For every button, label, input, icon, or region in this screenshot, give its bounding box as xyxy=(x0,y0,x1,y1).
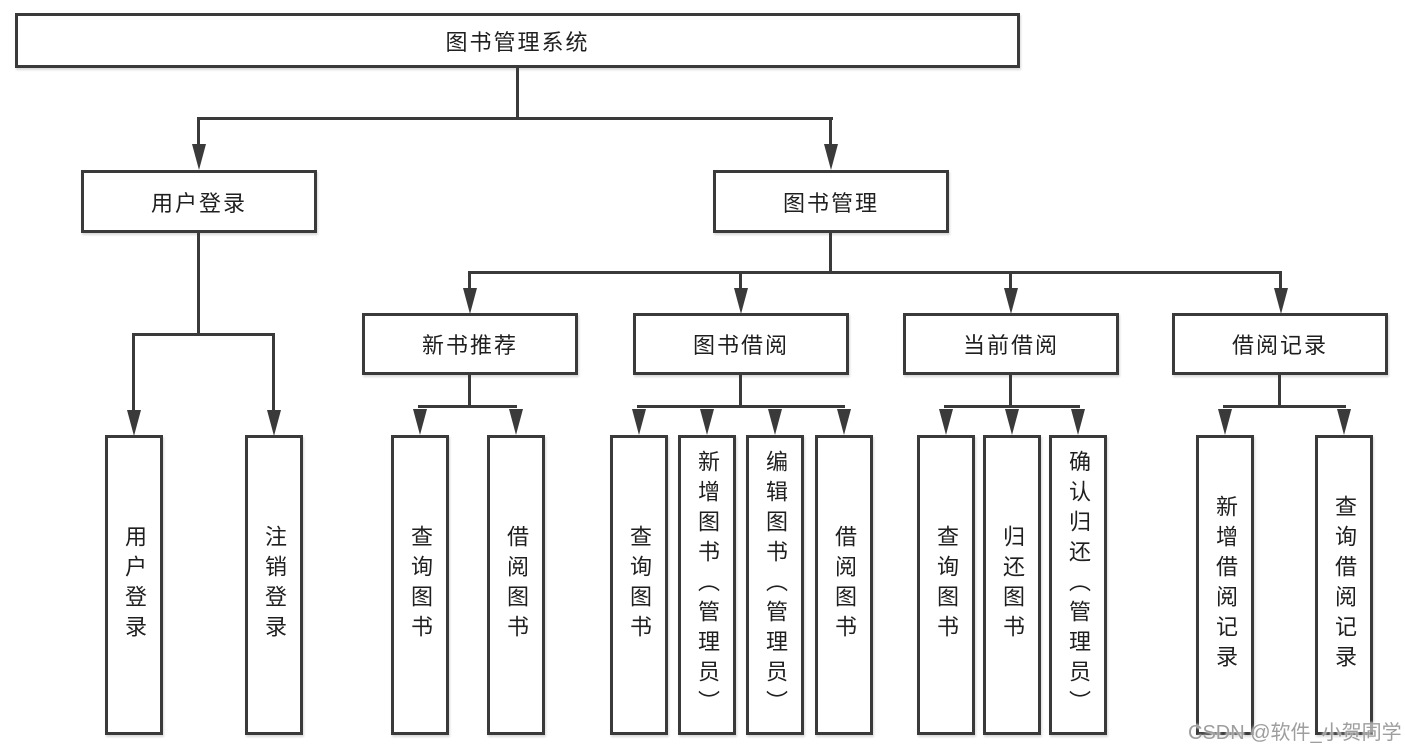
arrowhead-down-icon xyxy=(768,409,782,435)
node-book-management: 图书管理 xyxy=(713,170,949,233)
connector-line xyxy=(944,405,1080,408)
arrowhead-down-icon xyxy=(1337,409,1351,435)
node-label: 图书管理系统 xyxy=(445,29,590,55)
arrowhead-down-icon xyxy=(1004,288,1018,314)
node-leaf-user-login: 用户登录 xyxy=(105,435,163,735)
node-label: 确认归还（管理员） xyxy=(1066,450,1091,720)
node-leaf-edit-book-admin: 编辑图书（管理员） xyxy=(746,435,804,735)
node-book-borrowing: 图书借阅 xyxy=(633,313,849,375)
node-user-login: 用户登录 xyxy=(81,170,317,233)
node-leaf-borrow-book-recommend: 借阅图书 xyxy=(487,435,545,735)
arrowhead-down-icon xyxy=(632,409,646,435)
connector-line xyxy=(418,405,517,408)
arrowhead-down-icon xyxy=(509,409,523,435)
connector-line xyxy=(468,271,1281,274)
connector-line xyxy=(197,232,200,336)
node-label: 新增图书（管理员） xyxy=(695,450,720,720)
connector-line xyxy=(132,333,275,336)
node-label: 查询图书 xyxy=(934,525,959,645)
connector-line xyxy=(468,271,471,292)
node-label: 图书管理 xyxy=(782,190,879,216)
node-label: 编辑图书（管理员） xyxy=(763,450,788,720)
node-label: 当前借阅 xyxy=(962,333,1059,358)
connector-line xyxy=(197,117,200,150)
node-label: 归还图书 xyxy=(1000,525,1025,645)
connector-line xyxy=(1279,271,1282,292)
node-label: 新书推荐 xyxy=(421,333,518,358)
node-label: 查询图书 xyxy=(408,525,433,645)
arrowhead-down-icon xyxy=(267,410,281,436)
node-label: 查询图书 xyxy=(627,525,652,645)
arrowhead-down-icon xyxy=(127,410,141,436)
connector-line xyxy=(468,373,471,408)
node-label: 借阅图书 xyxy=(504,525,529,645)
arrowhead-down-icon xyxy=(1005,409,1019,435)
node-label: 新增借阅记录 xyxy=(1213,495,1238,675)
node-leaf-query-book-current: 查询图书 xyxy=(917,435,975,735)
node-leaf-logout: 注销登录 xyxy=(245,435,303,735)
node-leaf-add-borrow-record: 新增借阅记录 xyxy=(1196,435,1254,735)
node-leaf-query-book-borrowing: 查询图书 xyxy=(610,435,668,735)
connector-line xyxy=(637,405,845,408)
arrowhead-down-icon xyxy=(734,288,748,314)
node-label: 借阅图书 xyxy=(832,525,857,645)
node-leaf-borrow-book: 借阅图书 xyxy=(815,435,873,735)
node-current-borrowing: 当前借阅 xyxy=(903,313,1119,375)
connector-line xyxy=(739,373,742,408)
connector-line xyxy=(1278,373,1281,408)
arrowhead-down-icon xyxy=(837,409,851,435)
arrowhead-down-icon xyxy=(939,409,953,435)
connector-line xyxy=(132,333,135,414)
node-leaf-query-book-recommend: 查询图书 xyxy=(391,435,449,735)
connector-line xyxy=(1009,271,1012,292)
node-new-book-recommend: 新书推荐 xyxy=(362,313,578,375)
connector-line xyxy=(829,232,832,274)
connector-line xyxy=(272,333,275,414)
connector-line xyxy=(1223,405,1346,408)
node-label: 查询借阅记录 xyxy=(1332,495,1357,675)
connector-line xyxy=(739,271,742,292)
node-label: 图书借阅 xyxy=(692,333,789,358)
node-leaf-query-borrow-record: 查询借阅记录 xyxy=(1315,435,1373,735)
arrowhead-down-icon xyxy=(1071,409,1085,435)
node-label: 注销登录 xyxy=(262,525,287,645)
node-label: 用户登录 xyxy=(150,190,247,216)
node-leaf-add-book-admin: 新增图书（管理员） xyxy=(678,435,736,735)
connector-line xyxy=(829,117,832,150)
node-leaf-confirm-return-admin: 确认归还（管理员） xyxy=(1049,435,1107,735)
arrowhead-down-icon xyxy=(463,288,477,314)
node-leaf-return-book: 归还图书 xyxy=(983,435,1041,735)
arrowhead-down-icon xyxy=(824,144,838,170)
arrowhead-down-icon xyxy=(1218,409,1232,435)
node-borrowing-records: 借阅记录 xyxy=(1172,313,1388,375)
arrowhead-down-icon xyxy=(1274,288,1288,314)
arrowhead-down-icon xyxy=(192,144,206,170)
connector-line xyxy=(197,117,833,120)
node-library-management-system: 图书管理系统 xyxy=(15,13,1020,68)
csdn-watermark: CSDN @软件_小贺同学 xyxy=(1188,722,1402,744)
connector-line xyxy=(516,66,519,120)
node-label: 用户登录 xyxy=(122,525,147,645)
connector-line xyxy=(1009,373,1012,408)
arrowhead-down-icon xyxy=(413,409,427,435)
node-label: 借阅记录 xyxy=(1231,333,1328,358)
arrowhead-down-icon xyxy=(700,409,714,435)
